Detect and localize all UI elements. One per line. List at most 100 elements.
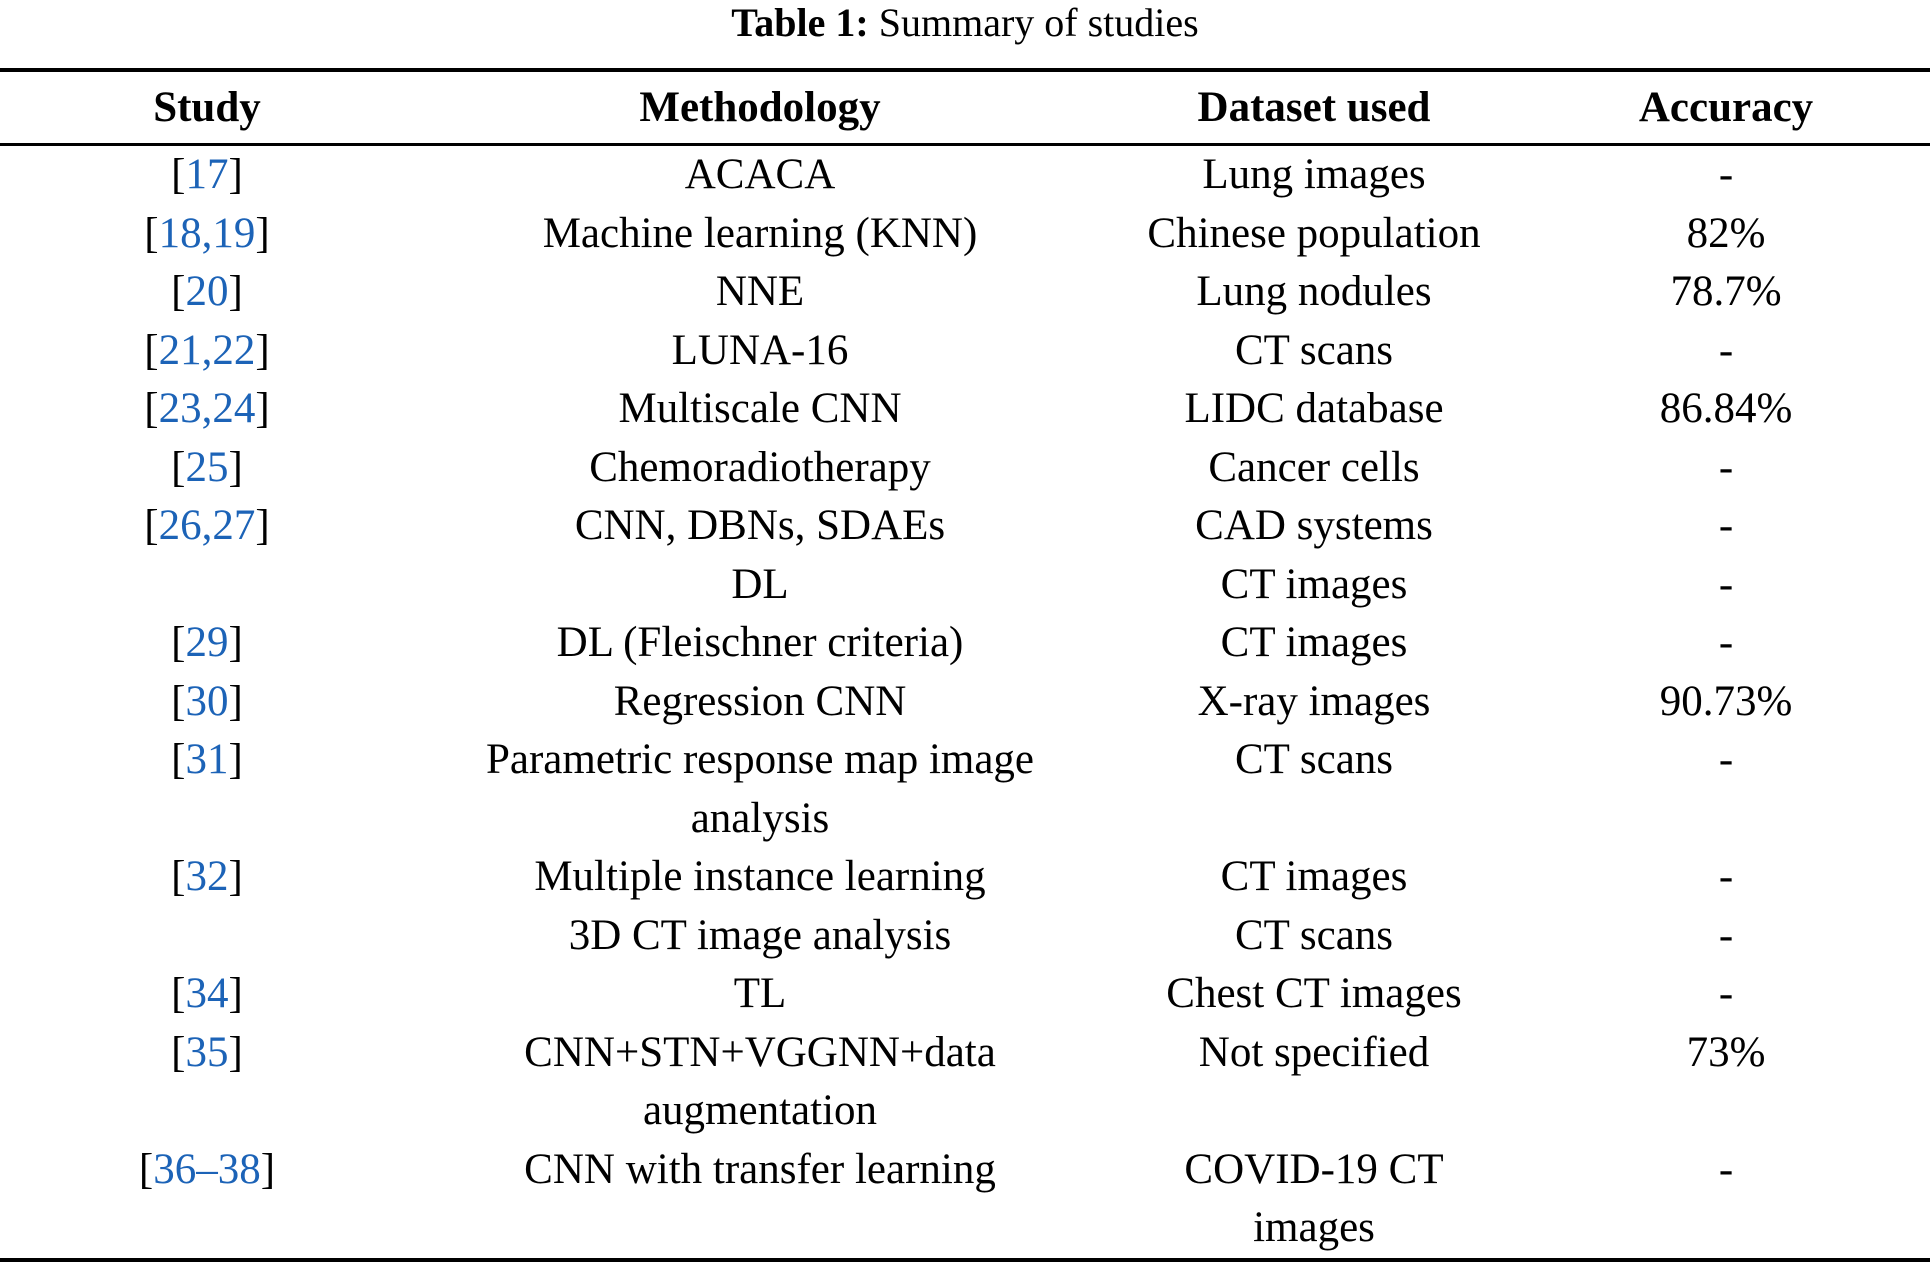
header-dataset-used: Dataset used bbox=[1197, 84, 1431, 131]
citation-link[interactable]: 32 bbox=[185, 853, 229, 900]
citation-bracket-open: [ bbox=[144, 502, 159, 549]
citation-link[interactable]: 30 bbox=[185, 677, 229, 725]
study-cell: [18,19] bbox=[0, 205, 414, 264]
table-bottom-rule bbox=[0, 1258, 1930, 1262]
study-cell: [26,27] bbox=[0, 497, 414, 556]
dataset-cell: Cancer cells bbox=[1208, 443, 1420, 491]
accuracy-cell: - bbox=[1718, 326, 1734, 374]
table-caption-text: Summary of studies bbox=[868, 0, 1199, 45]
accuracy-cell: - bbox=[1718, 736, 1734, 783]
dataset-cell: LIDC database bbox=[1184, 385, 1444, 432]
citation-link[interactable]: 26,27 bbox=[158, 502, 256, 549]
study-cell: [30] bbox=[0, 673, 414, 732]
citation-link[interactable]: 17 bbox=[185, 151, 229, 198]
accuracy-cell: - bbox=[1718, 443, 1734, 491]
table-row: [34] TL Chest CT images - bbox=[0, 965, 1930, 1024]
dataset-cell: Lung nodules bbox=[1196, 268, 1432, 315]
methodology-cell: DL (Fleischner criteria) bbox=[556, 619, 964, 666]
methodology-cell: CNN+STN+VGGNN+data augmentation bbox=[524, 1028, 996, 1135]
table-row: [35] CNN+STN+VGGNN+data augmentation Not… bbox=[0, 1024, 1930, 1141]
methodology-cell: NNE bbox=[715, 268, 805, 315]
citation-link[interactable]: 18,19 bbox=[158, 209, 256, 257]
table-row: 3D CT image analysis CT scans - bbox=[0, 907, 1930, 966]
methodology-cell: 3D CT image analysis bbox=[568, 911, 952, 959]
citation-bracket-open: [ bbox=[138, 1145, 154, 1193]
study-cell: [29] bbox=[0, 614, 414, 673]
study-cell: [35] bbox=[0, 1024, 414, 1083]
study-cell: [31] bbox=[0, 731, 414, 790]
citation-bracket-open: [ bbox=[171, 736, 186, 783]
citation-bracket-close: ] bbox=[255, 209, 270, 257]
citation-bracket-open: [ bbox=[171, 268, 186, 315]
dataset-cell: Not specified bbox=[1198, 1028, 1430, 1076]
citation-bracket-open: [ bbox=[171, 970, 186, 1017]
study-cell: [21,22] bbox=[0, 322, 414, 381]
dataset-cell: Chest CT images bbox=[1166, 970, 1462, 1017]
table-row: [25] Chemoradiotherapy Cancer cells - bbox=[0, 439, 1930, 498]
dataset-cell: CT images bbox=[1220, 853, 1408, 900]
methodology-cell: Regression CNN bbox=[613, 677, 907, 725]
table-top-rule bbox=[0, 68, 1930, 72]
dataset-cell: CAD systems bbox=[1195, 502, 1433, 549]
citation-link[interactable]: 31 bbox=[185, 736, 229, 783]
table-caption-label: Table 1: bbox=[731, 0, 869, 45]
accuracy-cell: 73% bbox=[1686, 1028, 1766, 1076]
header-accuracy: Accuracy bbox=[1638, 84, 1814, 131]
table-row: [17] ACACA Lung images - bbox=[0, 146, 1930, 205]
citation-bracket-open: [ bbox=[171, 853, 186, 900]
table-row: [36–38] CNN with transfer learning COVID… bbox=[0, 1141, 1930, 1258]
methodology-cell: CNN, DBNs, SDAEs bbox=[574, 502, 946, 549]
citation-bracket-open: [ bbox=[144, 209, 159, 257]
dataset-cell: COVID-19 CT images bbox=[1184, 1145, 1444, 1252]
table-header-rule bbox=[0, 143, 1930, 146]
citation-link[interactable]: 34 bbox=[185, 970, 229, 1017]
methodology-cell: ACACA bbox=[684, 151, 836, 198]
table-row: [26,27] CNN, DBNs, SDAEs CAD systems - bbox=[0, 497, 1930, 556]
accuracy-cell: - bbox=[1718, 151, 1734, 198]
table-row: [18,19] Machine learning (KNN) Chinese p… bbox=[0, 205, 1930, 264]
accuracy-cell: - bbox=[1718, 1145, 1734, 1193]
citation-link[interactable]: 25 bbox=[185, 443, 229, 491]
dataset-cell: CT scans bbox=[1234, 911, 1394, 959]
study-cell: [17] bbox=[0, 146, 414, 205]
citation-bracket-close: ] bbox=[228, 151, 243, 198]
citation-link[interactable]: 29 bbox=[185, 619, 229, 666]
citation-bracket-open: [ bbox=[171, 677, 186, 725]
table-caption: Table 1: Summary of studies bbox=[0, 0, 1930, 50]
study-cell: [25] bbox=[0, 439, 414, 498]
study-cell: [34] bbox=[0, 965, 414, 1024]
citation-bracket-close: ] bbox=[228, 736, 243, 783]
accuracy-cell: - bbox=[1718, 502, 1734, 549]
header-methodology: Methodology bbox=[639, 84, 881, 131]
accuracy-cell: - bbox=[1718, 560, 1734, 608]
dataset-cell: Lung images bbox=[1202, 151, 1426, 198]
citation-link[interactable]: 20 bbox=[185, 268, 229, 315]
citation-bracket-open: [ bbox=[171, 443, 186, 491]
citation-bracket-close: ] bbox=[255, 385, 270, 432]
table-row: [32] Multiple instance learning CT image… bbox=[0, 848, 1930, 907]
citation-bracket-close: ] bbox=[228, 443, 243, 491]
study-cell: [20] bbox=[0, 263, 414, 322]
accuracy-cell: - bbox=[1718, 853, 1734, 900]
citation-link[interactable]: 23,24 bbox=[158, 385, 256, 432]
methodology-cell: TL bbox=[733, 970, 787, 1017]
dataset-cell: CT images bbox=[1220, 619, 1408, 666]
citation-bracket-open: [ bbox=[171, 1028, 186, 1076]
table-row: [20] NNE Lung nodules 78.7% bbox=[0, 263, 1930, 322]
methodology-cell: Multiple instance learning bbox=[534, 853, 986, 900]
citation-bracket-close: ] bbox=[255, 326, 270, 374]
methodology-cell: Parametric response map image analysis bbox=[485, 736, 1035, 842]
dataset-cell: Chinese population bbox=[1147, 209, 1481, 257]
citation-link[interactable]: 21,22 bbox=[158, 326, 256, 374]
citation-link[interactable]: 36–38 bbox=[153, 1145, 261, 1193]
dataset-cell: X-ray images bbox=[1197, 677, 1431, 725]
dataset-cell: CT images bbox=[1220, 560, 1408, 608]
citation-bracket-close: ] bbox=[260, 1145, 276, 1193]
citation-bracket-close: ] bbox=[228, 1028, 243, 1076]
citation-bracket-open: [ bbox=[144, 326, 159, 374]
citation-bracket-close: ] bbox=[228, 268, 243, 315]
citation-bracket-close: ] bbox=[228, 970, 243, 1017]
header-study: Study bbox=[153, 84, 261, 131]
methodology-cell: Chemoradiotherapy bbox=[589, 443, 931, 491]
citation-link[interactable]: 35 bbox=[185, 1028, 229, 1076]
